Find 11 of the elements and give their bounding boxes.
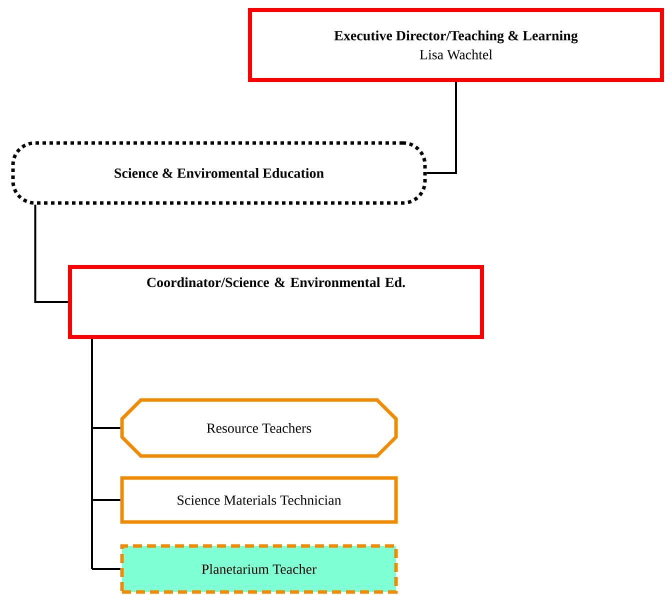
trunk-line — [91, 339, 93, 569]
octagon-box: Resource Teachers — [120, 398, 398, 458]
title-box: Coordinator/Science & Environmental Ed. — [68, 265, 484, 339]
title-box: Executive Director/Teaching & Learning Lisa Wachtel — [248, 8, 664, 82]
dashed-box: Planetarium Teacher — [120, 544, 398, 594]
connector-line — [92, 568, 120, 570]
connector-line — [92, 498, 120, 501]
connector-line — [92, 427, 120, 429]
connector-line — [426, 82, 457, 174]
rounded-box: Science & Enviromental Education — [11, 141, 427, 205]
title-box: Science Materials Technician — [120, 476, 398, 524]
